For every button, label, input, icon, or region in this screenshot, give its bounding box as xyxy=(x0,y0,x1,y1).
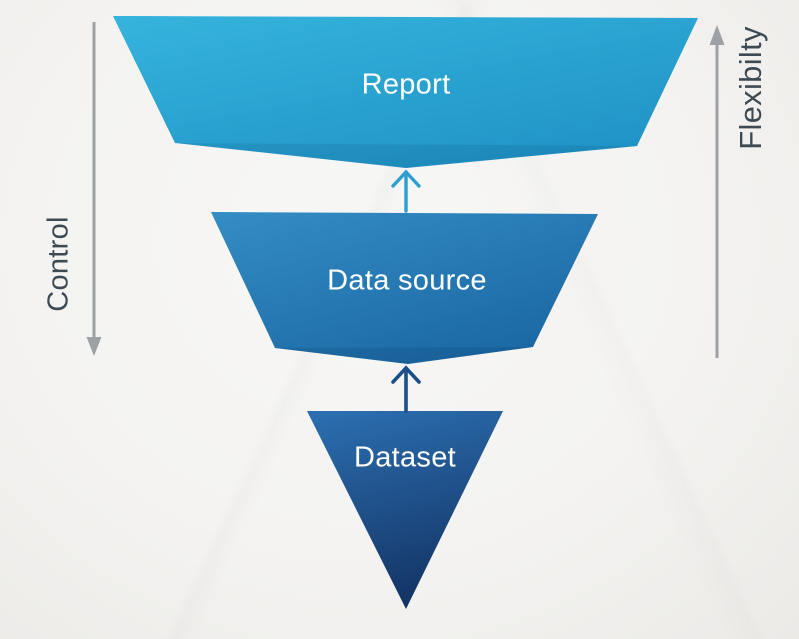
data-source-layer-polygon xyxy=(211,212,598,364)
control-axis-label: Control xyxy=(42,216,75,312)
data-source-to-report-up-arrow-icon xyxy=(391,169,421,213)
data-source-layer-fold-shading xyxy=(275,347,533,364)
data-source-to-report-arrowhead xyxy=(391,169,421,188)
dataset-layer-shape xyxy=(307,411,503,609)
data-source-layer-label: Data source xyxy=(327,264,487,297)
dataset-layer-polygon xyxy=(307,411,503,609)
dataset-to-data-source-up-arrow-icon xyxy=(391,365,421,413)
report-layer-polygon xyxy=(113,16,698,168)
report-layer-shape xyxy=(113,16,698,168)
dataset-to-data-source-arrowhead xyxy=(391,365,421,384)
dataset-layer-label: Dataset xyxy=(353,441,457,474)
report-layer-fold-shading xyxy=(175,143,637,168)
flexibility-axis-arrowhead-up-icon xyxy=(709,25,725,45)
control-axis-arrow xyxy=(86,22,102,356)
flexibility-axis-arrow xyxy=(709,25,725,358)
flexibility-axis-label: Flexibilty xyxy=(733,26,768,150)
data-source-layer-shape xyxy=(211,212,598,364)
report-layer-label: Report xyxy=(361,68,451,101)
control-axis-arrowhead-down-icon xyxy=(86,337,102,356)
